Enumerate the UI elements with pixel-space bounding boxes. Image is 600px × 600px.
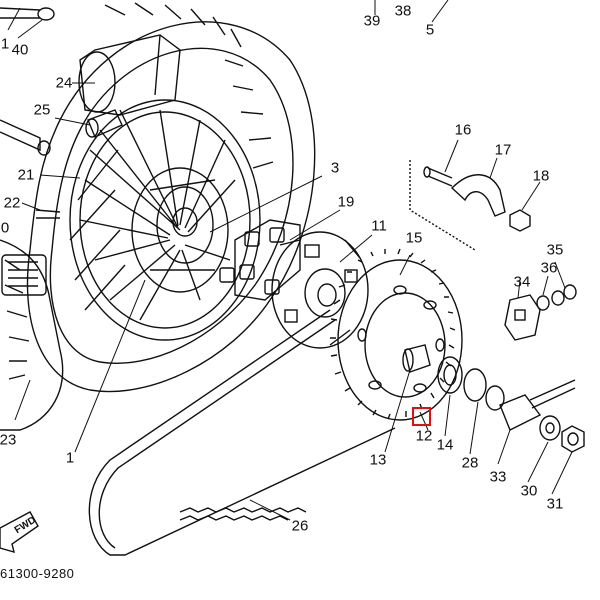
part-18-nut xyxy=(509,209,531,232)
callout-28: 28 xyxy=(461,454,479,472)
part-35-nut xyxy=(551,284,577,306)
part-11-sprocket-hub xyxy=(271,231,369,349)
callout-39: 39 xyxy=(363,12,381,30)
wheel-spokes xyxy=(69,99,261,341)
part-31-nut xyxy=(561,425,585,453)
callout-18: 18 xyxy=(532,167,550,185)
callout-34: 34 xyxy=(513,273,531,291)
part-28-spacer xyxy=(463,368,505,411)
callout-11: 11 xyxy=(371,217,387,235)
callout-36: 36 xyxy=(540,259,558,277)
group-boundary xyxy=(409,160,476,251)
part-17-bracket xyxy=(450,174,506,217)
axle xyxy=(0,119,51,156)
callout-23: 23 xyxy=(0,431,17,449)
callout-14: 14 xyxy=(436,436,454,454)
callout-17: 17 xyxy=(494,141,512,159)
part-34-block xyxy=(504,294,541,341)
callout-25: 25 xyxy=(33,101,51,119)
part-24-cylinder xyxy=(78,34,181,116)
part-33-adjuster xyxy=(499,379,576,431)
highlight-box xyxy=(412,407,431,426)
wheel-hub xyxy=(131,167,229,293)
fwd-arrow-icon xyxy=(0,511,39,554)
part-12-collar xyxy=(402,344,431,373)
part-40-bolt xyxy=(0,7,55,21)
drawing-code: 61300-9280 xyxy=(0,566,75,581)
callout-partial-0: 0 xyxy=(0,219,10,237)
callout-19: 19 xyxy=(337,193,355,211)
part-25-bushing xyxy=(85,109,123,138)
part-22-bolt xyxy=(35,209,61,219)
callout-13: 13 xyxy=(369,451,387,469)
callout-22: 22 xyxy=(3,194,21,212)
callout-21: 21 xyxy=(17,166,35,184)
callout-3: 3 xyxy=(330,159,340,177)
callout-33: 33 xyxy=(489,468,507,486)
callout-1-bottom: 1 xyxy=(65,449,75,467)
callout-1-top: 1 xyxy=(0,35,10,53)
part-36-washer xyxy=(536,295,550,311)
callout-31: 31 xyxy=(546,495,564,513)
part-26-chain xyxy=(88,309,396,556)
rear-tire xyxy=(0,2,316,431)
leader-lines xyxy=(7,0,573,521)
callout-26: 26 xyxy=(291,517,309,535)
callout-24: 24 xyxy=(55,74,73,92)
callout-5: 5 xyxy=(425,21,435,39)
callout-40: 40 xyxy=(11,41,29,59)
part-15-sprocket xyxy=(330,248,463,421)
part-16-bolt xyxy=(423,166,453,187)
callout-30: 30 xyxy=(520,482,538,500)
callout-35: 35 xyxy=(546,241,564,259)
part-30-washer xyxy=(539,415,561,441)
callout-12: 12 xyxy=(415,427,433,445)
callout-38: 38 xyxy=(394,2,412,20)
callout-16: 16 xyxy=(454,121,472,139)
part-14-bearing xyxy=(437,356,463,394)
callout-15: 15 xyxy=(405,229,423,247)
